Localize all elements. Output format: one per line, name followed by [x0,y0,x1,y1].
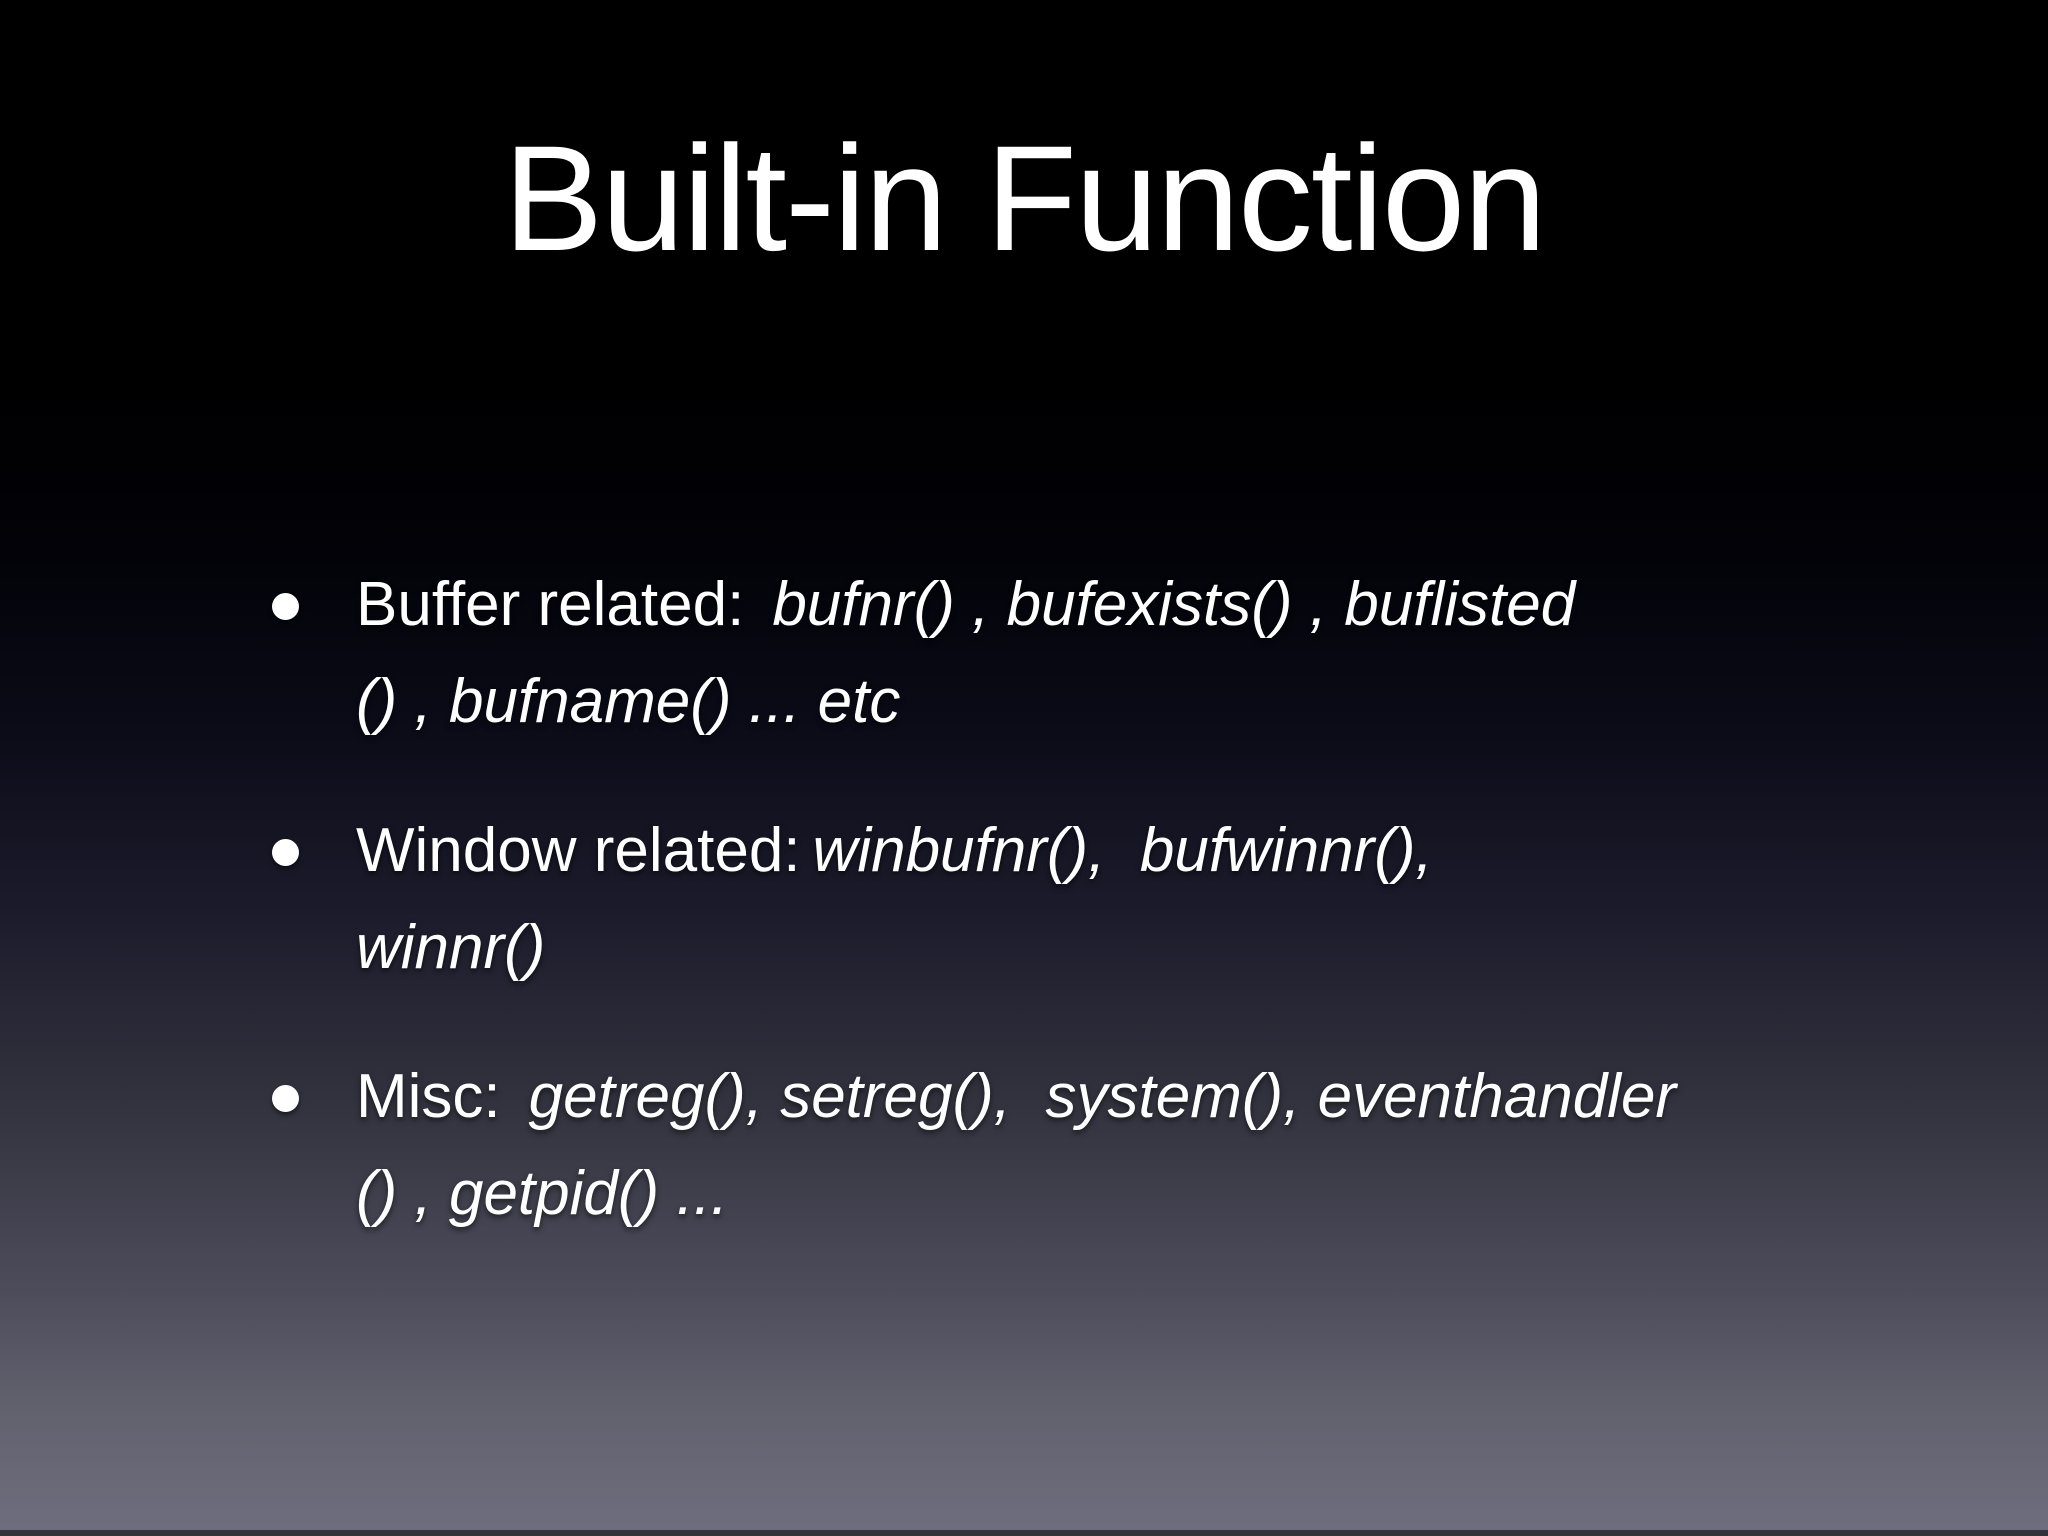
bullet-function-names: winbufnr(), bufwinnr(), [812,816,1433,885]
bullet-text: Misc: getreg(), setreg(), system(), event… [356,1048,1676,1242]
bullet-function-names-continued: winnr() [356,913,546,982]
bullet-text: Buffer related: bufnr() , bufexists() , b… [356,556,1575,750]
bullet-list: Buffer related: bufnr() , bufexists() , b… [272,556,1952,1294]
bullet-text: Window related:winbufnr(), bufwinnr(), w… [356,802,1433,996]
slide-title: Built-in Function [503,114,1547,282]
bullet-line-2: () , getpid() ... [356,1145,1676,1242]
bullet-dot-icon [272,1085,299,1112]
bullet-line-2: winnr() [356,899,1433,996]
bullet-item-misc: Misc: getreg(), setreg(), system(), event… [272,1048,1952,1242]
bullet-item-buffer-related: Buffer related: bufnr() , bufexists() , b… [272,556,1952,750]
bullet-label: Window related: [356,816,801,885]
bullet-function-names-continued: () , bufname() ... etc [356,667,901,736]
slide-bottom-edge [0,1530,2048,1536]
bullet-label: Misc: [356,1062,501,1131]
bullet-line-2: () , bufname() ... etc [356,653,1575,750]
bullet-function-names: getreg(), setreg(), system(), eventhandl… [528,1062,1677,1131]
bullet-line-1: Buffer related: bufnr() , bufexists() , b… [356,556,1575,653]
bullet-dot-icon [272,839,299,866]
bullet-function-names-continued: () , getpid() ... [356,1159,729,1228]
bullet-label: Buffer related: [356,570,745,639]
bullet-item-window-related: Window related:winbufnr(), bufwinnr(), w… [272,802,1952,996]
bullet-line-1: Window related:winbufnr(), bufwinnr(), [356,802,1433,899]
bullet-line-1: Misc: getreg(), setreg(), system(), event… [356,1048,1676,1145]
bullet-function-names: bufnr() , bufexists() , buflisted [772,570,1576,639]
bullet-dot-icon [272,593,299,620]
